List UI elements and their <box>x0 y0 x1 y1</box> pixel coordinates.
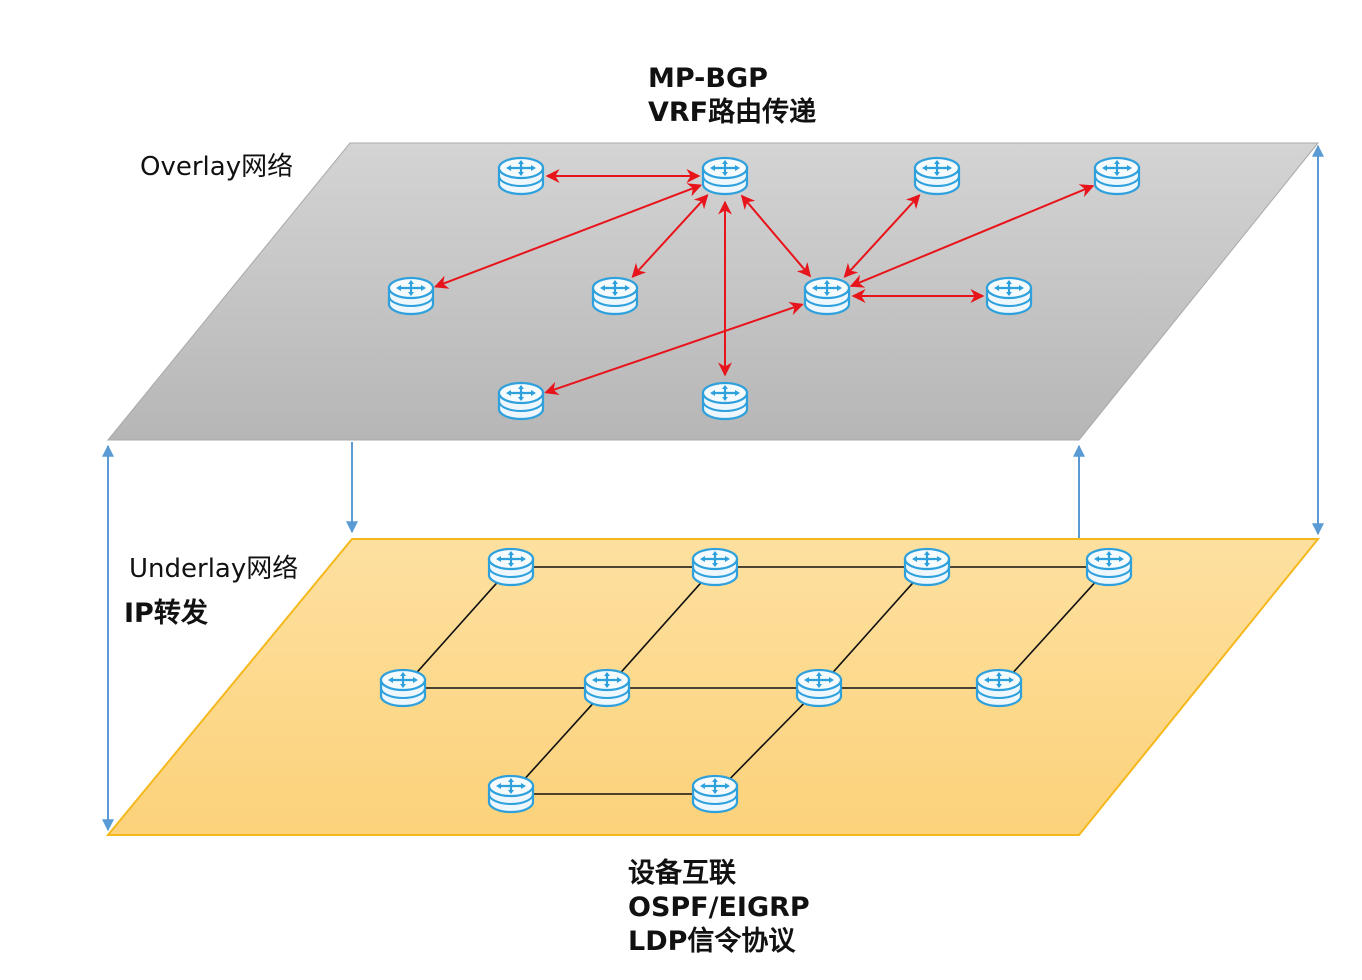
router-icon <box>691 547 739 587</box>
router-icon <box>487 547 535 587</box>
router-icon <box>985 276 1033 316</box>
router-icon <box>497 381 545 421</box>
underlay-link-u3-u7 <box>831 581 915 674</box>
underlay-link-u1-u5 <box>415 581 499 674</box>
router-icon <box>701 156 749 196</box>
underlay-link-u6-u9 <box>523 702 595 780</box>
router-icon <box>795 668 843 708</box>
underlay-link-u4-u8 <box>1011 581 1097 674</box>
underlay-protocol-label: 设备互联 OSPF/EIGRP LDP信令协议 <box>628 857 810 959</box>
router-icon <box>903 547 951 587</box>
overlay-links <box>433 169 1095 396</box>
router-icon <box>803 276 851 316</box>
router-icon <box>583 668 631 708</box>
underlay-link-u2-u6 <box>619 581 703 674</box>
router-icon <box>497 156 545 196</box>
underlay-protocol-line-3: LDP信令协议 <box>628 926 796 957</box>
router-icon <box>1085 547 1133 587</box>
overlay-link-o7-o4 <box>849 184 1095 288</box>
overlay-link-o2-o7 <box>740 194 812 278</box>
overlay-link-o7-o9 <box>544 301 804 396</box>
router-icon <box>487 774 535 814</box>
router-icon <box>701 381 749 421</box>
underlay-protocol-line-2: OSPF/EIGRP <box>628 892 810 923</box>
router-icon <box>691 774 739 814</box>
router-icon <box>591 276 639 316</box>
underlay-forwarding-label: IP转发 <box>124 598 208 629</box>
overlay-protocol-line-1: MP-BGP <box>648 63 768 94</box>
underlay-title: Underlay网络 <box>129 554 299 584</box>
router-icon <box>1093 156 1141 196</box>
underlay-protocol-line-1: 设备互联 <box>628 858 736 889</box>
overlay-protocol-line-2: VRF路由传递 <box>648 97 817 128</box>
underlay-links <box>415 566 1097 795</box>
router-icon <box>913 156 961 196</box>
router-icon <box>387 276 435 316</box>
underlay-plane <box>105 538 1321 836</box>
underlay-link-u7-u10 <box>728 701 806 781</box>
router-icon <box>379 668 427 708</box>
overlay-link-o2-o6 <box>631 194 709 278</box>
overlay-title: Overlay网络 <box>140 152 294 182</box>
overlay-protocol-label: MP-BGP VRF路由传递 <box>648 62 816 130</box>
router-icon <box>975 668 1023 708</box>
